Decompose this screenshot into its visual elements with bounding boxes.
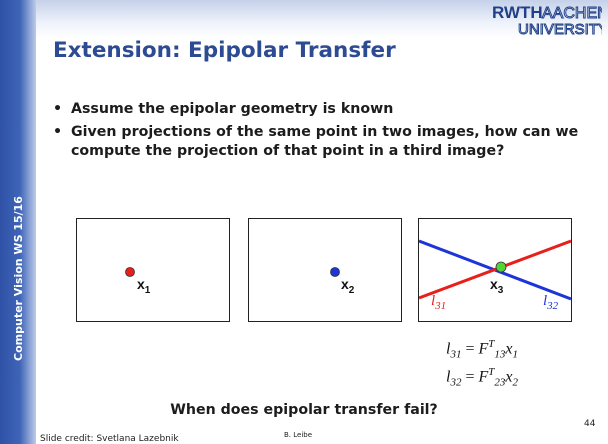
eq1-lhs: l	[446, 340, 451, 358]
eq2-x: x	[505, 368, 513, 386]
image-1-canvas	[125, 267, 135, 277]
point-x2	[330, 267, 340, 277]
label-l32-base: l	[543, 293, 548, 309]
label-x2: x2	[341, 276, 354, 296]
eq1-equals: =	[461, 340, 479, 358]
label-l31-base: l	[431, 293, 436, 309]
eq2-F: F	[478, 368, 489, 386]
epipolar-line-l31	[419, 239, 571, 300]
sidebar-course-label: Computer Vision WS 15/16	[3, 128, 33, 428]
bullet-text: Given projections of the same point in t…	[71, 124, 579, 159]
image-frame-3: x3 l31 l32	[418, 218, 572, 322]
label-x3-sub: 3	[497, 284, 504, 296]
eq2-x-sub: 2	[512, 376, 519, 389]
sidebar-band: Computer Vision WS 15/16	[0, 0, 36, 444]
eq2-lhs: l	[446, 368, 451, 386]
slide-author: B. Leibe	[284, 431, 313, 439]
image-frame-1: x1	[76, 218, 230, 322]
bullet-dot: •	[53, 124, 63, 140]
image-2-canvas	[330, 267, 340, 277]
bullet-item: • Given projections of the same point in…	[52, 123, 590, 161]
eq1-F-sub: 13	[494, 348, 506, 361]
eq2-F-sub: 23	[494, 376, 506, 389]
point-x1	[125, 267, 135, 277]
label-x1-sub: 1	[144, 284, 151, 296]
bullet-item: • Assume the epipolar geometry is known	[52, 100, 590, 119]
label-l32: l32	[543, 293, 558, 312]
eq1-lhs-sub: 31	[450, 348, 462, 361]
logo-aachen: AACHEN	[542, 5, 602, 22]
equation-l31: l31 = FT13x1	[446, 338, 518, 361]
equation-l32: l32 = FT23x2	[446, 366, 518, 389]
label-x1-base: x	[137, 276, 145, 292]
page-number: 44	[584, 419, 596, 429]
bullet-dot: •	[53, 101, 63, 117]
slide-title: Extension: Epipolar Transfer	[53, 38, 396, 63]
image-3-canvas	[419, 239, 571, 301]
sidebar-course-text: Computer Vision WS 15/16	[11, 195, 25, 361]
point-x3	[495, 261, 507, 273]
label-l31-sub: 31	[435, 300, 447, 312]
eq1-F: F	[478, 340, 489, 358]
rwth-logo: RWTH AACHEN UNIVERSITY	[492, 3, 602, 38]
label-x1: x1	[137, 276, 150, 296]
label-x3: x3	[490, 276, 503, 296]
bullet-list: • Assume the epipolar geometry is known …	[52, 100, 590, 165]
eq1-x: x	[505, 340, 513, 358]
label-l32-sub: 32	[547, 300, 559, 312]
top-bar	[36, 0, 608, 38]
eq2-sup: T	[488, 366, 495, 378]
label-x2-base: x	[341, 276, 349, 292]
slide-credit: Slide credit: Svetlana Lazebnik	[40, 434, 179, 444]
label-l31: l31	[431, 293, 446, 312]
eq2-equals: =	[461, 368, 479, 386]
label-x3-base: x	[490, 276, 498, 292]
eq1-x-sub: 1	[512, 348, 519, 361]
eq2-lhs-sub: 32	[450, 376, 462, 389]
logo-rwth: RWTH	[492, 3, 543, 22]
bullet-text: Assume the epipolar geometry is known	[71, 101, 394, 117]
question-text: When does epipolar transfer fail?	[170, 402, 438, 418]
logo-university: UNIVERSITY	[518, 21, 602, 38]
label-x2-sub: 2	[348, 284, 355, 296]
image-frame-2: x2	[248, 218, 402, 322]
eq1-sup: T	[488, 338, 495, 350]
